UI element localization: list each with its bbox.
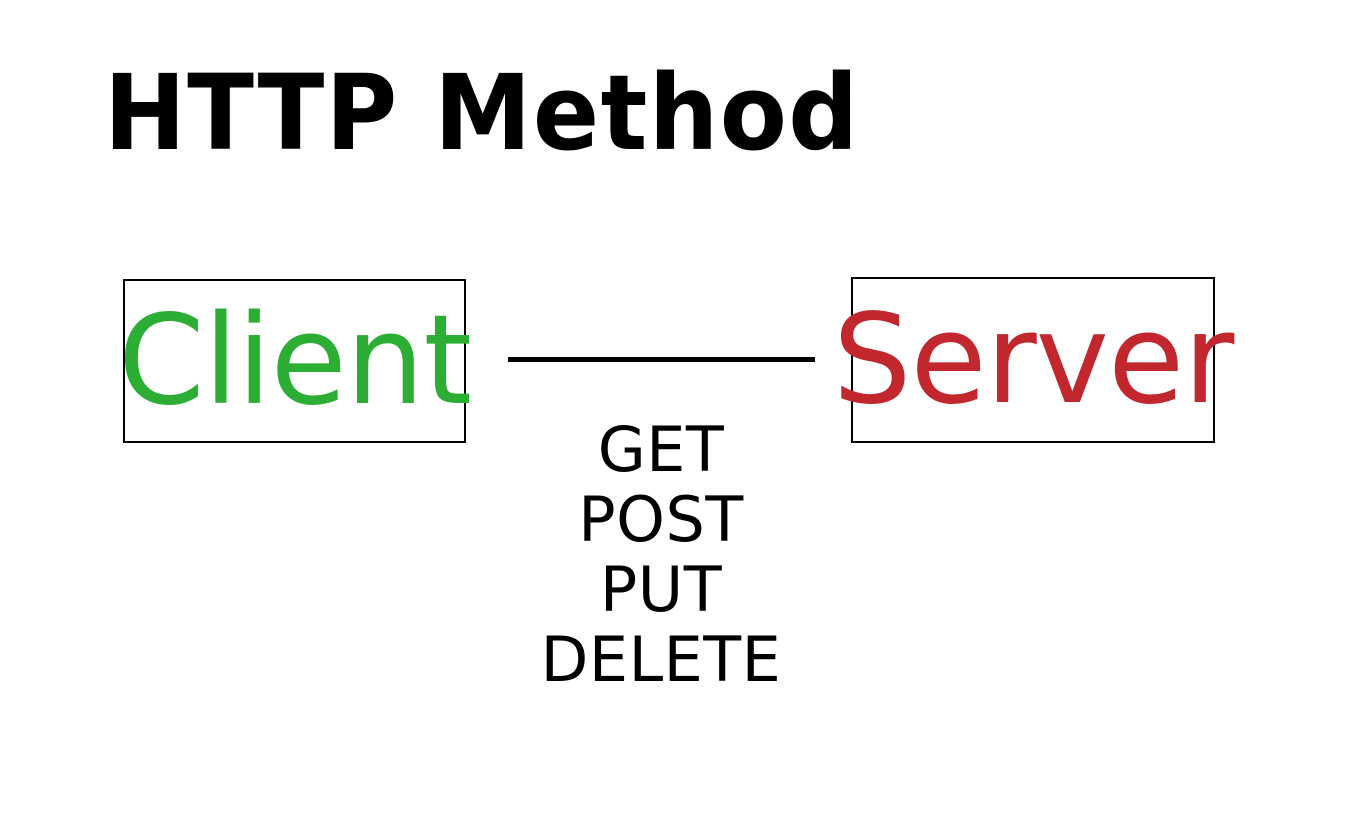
node-label-client: Client xyxy=(118,289,472,433)
http-method-post: POST xyxy=(578,483,744,556)
node-label-server: Server xyxy=(832,288,1235,432)
page-title: HTTP Method xyxy=(104,52,860,174)
http-method-put: PUT xyxy=(599,553,723,626)
http-methods-list: GET POST PUT DELETE xyxy=(461,415,861,695)
http-method-get: GET xyxy=(597,413,725,486)
http-method-delete: DELETE xyxy=(540,623,782,696)
connector-line-client-server xyxy=(508,357,815,362)
node-box-client: Client xyxy=(118,279,472,443)
node-box-server: Server xyxy=(833,277,1234,443)
